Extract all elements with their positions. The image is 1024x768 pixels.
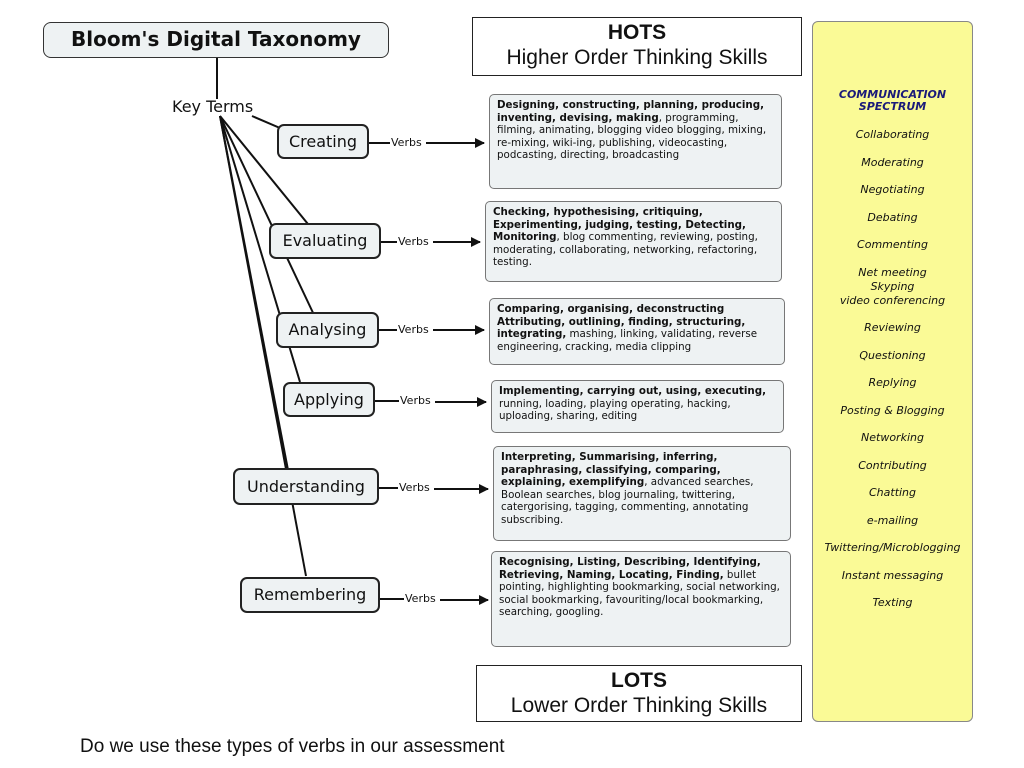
lots-subtitle: Lower Order Thinking Skills bbox=[510, 694, 768, 717]
verbs-examples: running, loading, playing operating, hac… bbox=[499, 397, 731, 423]
spectrum-item: Commenting bbox=[857, 238, 928, 251]
spectrum-title-line: SPECTRUM bbox=[858, 100, 927, 113]
spectrum-item: Reviewing bbox=[864, 321, 921, 334]
spectrum-item: Networking bbox=[861, 431, 924, 444]
lots-title: LOTS bbox=[611, 669, 667, 692]
verbs-label: Verbs bbox=[391, 136, 422, 149]
fan-lines bbox=[219, 115, 316, 577]
verbs-box-remembering: Recognising, Listing, Describing, Identi… bbox=[491, 551, 791, 647]
level-remembering: Remembering bbox=[240, 577, 380, 613]
verbs-key: Interpreting, Summarising, inferring, pa… bbox=[501, 451, 721, 489]
level-understanding: Understanding bbox=[233, 468, 379, 505]
spectrum-item: Questioning bbox=[859, 348, 926, 362]
verb-arrows bbox=[368, 138, 489, 605]
spectrum-title: COMMUNICATION SPECTRUM bbox=[813, 89, 972, 113]
verbs-label: Verbs bbox=[398, 235, 429, 248]
spectrum-item: Debating bbox=[867, 210, 918, 224]
verbs-box-applying: Implementing, carrying out, using, execu… bbox=[491, 380, 784, 433]
verbs-box-evaluating: Checking, hypothesising, critiquing, Exp… bbox=[485, 201, 782, 282]
verbs-label: Verbs bbox=[400, 394, 431, 407]
hots-subtitle: Higher Order Thinking Skills bbox=[506, 46, 768, 69]
spectrum-item: Twittering/Microblogging bbox=[824, 541, 961, 554]
verbs-examples: , advanced searches, Boolean searches, b… bbox=[501, 476, 754, 526]
level-analysing: Analysing bbox=[276, 312, 379, 348]
verbs-box-understanding: Interpreting, Summarising, inferring, pa… bbox=[493, 446, 791, 541]
verbs-key: Recognising, Listing, Describing, Identi… bbox=[499, 556, 761, 581]
spectrum-item: Texting bbox=[872, 596, 913, 609]
level-creating: Creating bbox=[277, 124, 369, 159]
assessment-question: Do we use these types of verbs in our as… bbox=[80, 736, 505, 757]
spectrum-item: Contributing bbox=[858, 458, 927, 472]
verbs-examples: mashing, linking, validating, reverse en… bbox=[497, 328, 758, 353]
spectrum-item: Moderating bbox=[861, 155, 924, 169]
verbs-key: Designing, constructing, planning, produ… bbox=[497, 99, 765, 124]
spectrum-item: Posting & Blogging bbox=[840, 403, 945, 417]
verbs-key: Checking, hypothesising, critiquing, Exp… bbox=[493, 206, 746, 244]
verbs-label: Verbs bbox=[399, 481, 430, 494]
key-terms-label: Key Terms bbox=[172, 97, 254, 116]
communication-spectrum: COMMUNICATION SPECTRUM Collaborating Mod… bbox=[812, 21, 973, 722]
lots-box: LOTS Lower Order Thinking Skills bbox=[476, 665, 802, 722]
spectrum-item: Collaborating bbox=[855, 128, 930, 141]
verbs-key: Comparing, organising, deconstructing At… bbox=[497, 303, 746, 341]
verbs-examples: , programming, filming, animating, blogg… bbox=[497, 111, 767, 162]
spectrum-item: Net meeting bbox=[858, 265, 927, 279]
spectrum-item: Instant messaging bbox=[841, 568, 944, 582]
verbs-label: Verbs bbox=[405, 592, 436, 605]
verbs-examples: bullet pointing, highlighting bookmarkin… bbox=[499, 568, 780, 619]
hots-box: HOTS Higher Order Thinking Skills bbox=[472, 17, 802, 76]
hots-title: HOTS bbox=[607, 21, 667, 44]
verbs-examples: , blog commenting, reviewing, posting, m… bbox=[493, 231, 758, 269]
verbs-key: Implementing, carrying out, using, execu… bbox=[499, 385, 766, 397]
verbs-label: Verbs bbox=[398, 323, 429, 336]
spectrum-item: Skyping bbox=[870, 279, 915, 293]
spectrum-item: e-mailing bbox=[866, 513, 919, 527]
spectrum-title-line: COMMUNICATION bbox=[838, 88, 947, 101]
level-applying: Applying bbox=[283, 382, 375, 417]
verbs-box-creating: Designing, constructing, planning, produ… bbox=[489, 94, 782, 189]
spectrum-item: video conferencing bbox=[839, 293, 946, 307]
spectrum-item: Negotiating bbox=[860, 183, 925, 196]
spectrum-item: Replying bbox=[868, 376, 917, 389]
level-evaluating: Evaluating bbox=[269, 223, 381, 259]
diagram-title: Bloom's Digital Taxonomy bbox=[43, 22, 389, 58]
verbs-box-analysing: Comparing, organising, deconstructing At… bbox=[489, 298, 785, 365]
spectrum-item: Chatting bbox=[868, 486, 917, 499]
